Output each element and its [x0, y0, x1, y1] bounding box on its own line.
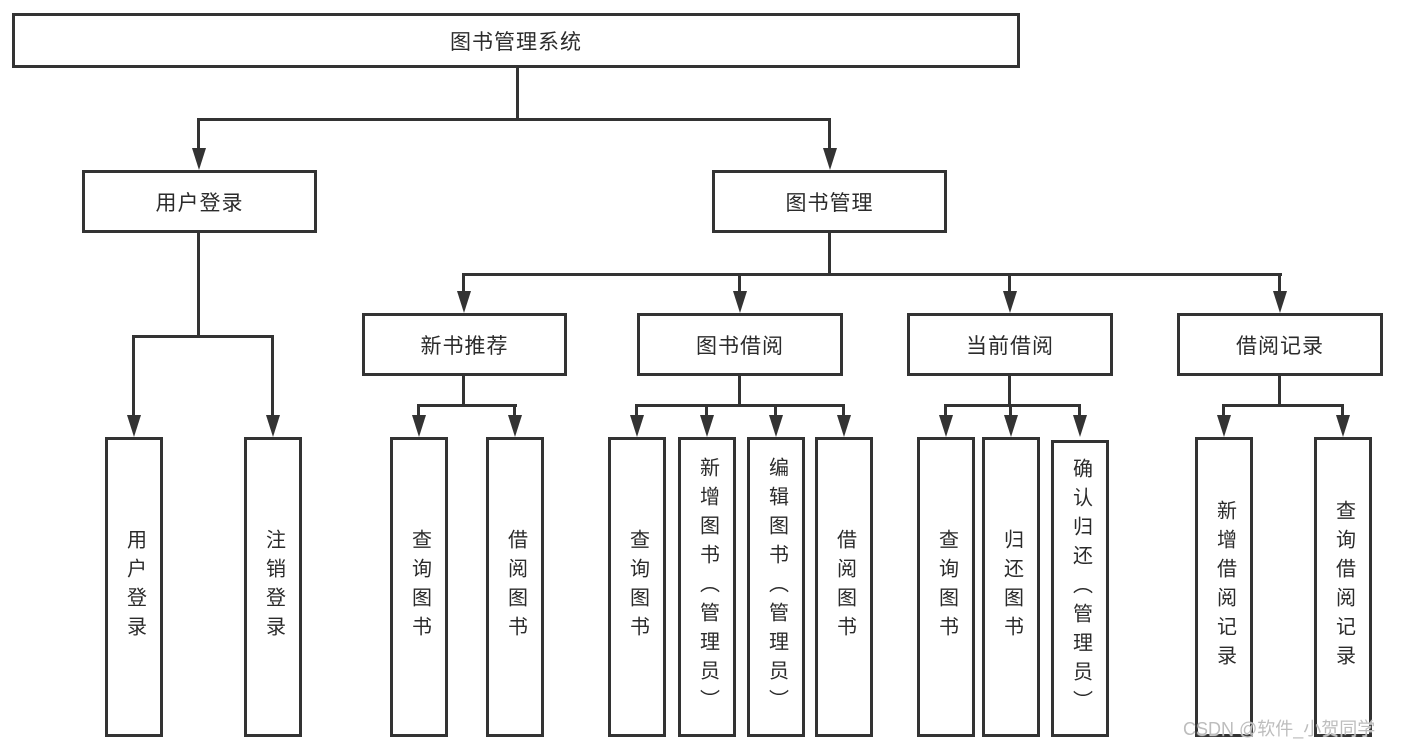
arrow-down-icon [630, 415, 644, 437]
node-label: 用户登录 [155, 191, 244, 215]
node-label: 借阅图书 [833, 529, 856, 645]
arrow-down-icon [837, 415, 851, 437]
arrow-down-icon [1217, 415, 1231, 437]
connector-root-stem [516, 68, 519, 118]
arrow-down-icon [412, 415, 426, 437]
arrow-down-icon [266, 415, 280, 437]
arrow-down-icon [1003, 291, 1017, 313]
connector-user-login-splitter [132, 335, 274, 338]
node-label: 查询图书 [935, 529, 958, 645]
arrow-down-icon [457, 291, 471, 313]
arrow-down-icon [508, 415, 522, 437]
connector-leaf-stem [1009, 404, 1012, 420]
connector-borrow-records-down [1278, 376, 1281, 406]
connector-leaf-stem [513, 404, 516, 420]
leaf-add-borrow-record: 新增借阅记录 [1195, 437, 1253, 737]
leaf-edit-book-admin: 编辑图书（管理员） [747, 437, 805, 737]
node-label: 编辑图书（管理员） [765, 456, 788, 718]
connector-level3-stem [1278, 273, 1281, 293]
node-label: 查询借阅记录 [1332, 500, 1355, 674]
node-label: 新增图书（管理员） [696, 456, 719, 718]
leaf-query-book-recommend: 查询图书 [390, 437, 448, 737]
node-current-borrow: 当前借阅 [907, 313, 1113, 376]
arrow-down-icon [127, 415, 141, 437]
leaf-return-book: 归还图书 [982, 437, 1040, 737]
node-new-book-recommend: 新书推荐 [362, 313, 567, 376]
connector-leaf-stem [944, 404, 947, 420]
node-book-management: 图书管理 [712, 170, 947, 233]
connector-leaf-stem [271, 335, 274, 419]
node-label: 注销登录 [262, 529, 285, 645]
connector-current-borrow-splitter [944, 404, 1081, 407]
node-label: 新增借阅记录 [1213, 500, 1236, 674]
connector-leaf-stem [1222, 404, 1225, 420]
connector-borrow-records-splitter [1222, 404, 1344, 407]
arrow-down-icon [823, 148, 837, 170]
connector-leaf-stem [417, 404, 420, 420]
arrow-down-icon [1004, 415, 1018, 437]
leaf-borrow-book: 借阅图书 [815, 437, 873, 737]
connector-leaf-stem [774, 404, 777, 420]
arrow-down-icon [1073, 415, 1087, 437]
node-label: 确认归还（管理员） [1069, 458, 1092, 719]
node-label: 图书借阅 [696, 334, 784, 358]
connector-leaf-stem [1341, 404, 1344, 420]
connector-level3-stem [1008, 273, 1011, 293]
connector-user-login-stem [197, 118, 200, 152]
node-book-borrow: 图书借阅 [637, 313, 843, 376]
csdn-watermark: CSDN @软件_小贺同学 [1183, 719, 1376, 739]
connector-leaf-stem [842, 404, 845, 420]
node-label: 借阅图书 [504, 529, 527, 645]
leaf-logout: 注销登录 [244, 437, 302, 737]
node-label: 图书管理 [785, 191, 874, 215]
arrow-down-icon [1273, 291, 1287, 313]
leaf-confirm-return-admin: 确认归还（管理员） [1051, 440, 1109, 737]
connector-leaf-stem [705, 404, 708, 420]
node-user-login: 用户登录 [82, 170, 317, 233]
connector-book-mgmt-stem [828, 118, 831, 152]
connector-leaf-stem [635, 404, 638, 420]
arrow-down-icon [769, 415, 783, 437]
connector-user-login-down [197, 233, 200, 335]
connector-level3-stem [462, 273, 465, 293]
arrow-down-icon [939, 415, 953, 437]
node-label: 借阅记录 [1236, 334, 1324, 358]
connector-level2-splitter [197, 118, 831, 121]
connector-book-mgmt-down [828, 233, 831, 273]
node-label: 新书推荐 [420, 334, 509, 358]
node-label: 查询图书 [626, 529, 649, 645]
arrow-down-icon [700, 415, 714, 437]
leaf-user-login: 用户登录 [105, 437, 163, 737]
connector-book-borrow-down [738, 376, 741, 406]
node-label: 当前借阅 [966, 334, 1054, 358]
connector-leaf-stem [1078, 404, 1081, 420]
leaf-borrow-book-recommend: 借阅图书 [486, 437, 544, 737]
connector-new-book-splitter [417, 404, 517, 407]
leaf-query-borrow-record: 查询借阅记录 [1314, 437, 1372, 737]
arrow-down-icon [733, 291, 747, 313]
leaf-add-book-admin: 新增图书（管理员） [678, 437, 736, 737]
connector-level3-splitter [462, 273, 1282, 276]
node-label: 图书管理系统 [450, 30, 582, 54]
node-borrow-records: 借阅记录 [1177, 313, 1383, 376]
arrow-down-icon [192, 148, 206, 170]
leaf-query-book-borrow: 查询图书 [608, 437, 666, 737]
arrow-down-icon [1336, 415, 1350, 437]
node-label: 归还图书 [1000, 529, 1023, 645]
connector-level3-stem [738, 273, 741, 293]
connector-leaf-stem [132, 335, 135, 419]
connector-new-book-down [462, 376, 465, 406]
connector-book-borrow-splitter [635, 404, 845, 407]
node-label: 查询图书 [408, 529, 431, 645]
connector-current-borrow-down [1008, 376, 1011, 406]
leaf-query-book-current: 查询图书 [917, 437, 975, 737]
node-library-management-system: 图书管理系统 [12, 13, 1020, 68]
node-label: 用户登录 [123, 529, 146, 645]
